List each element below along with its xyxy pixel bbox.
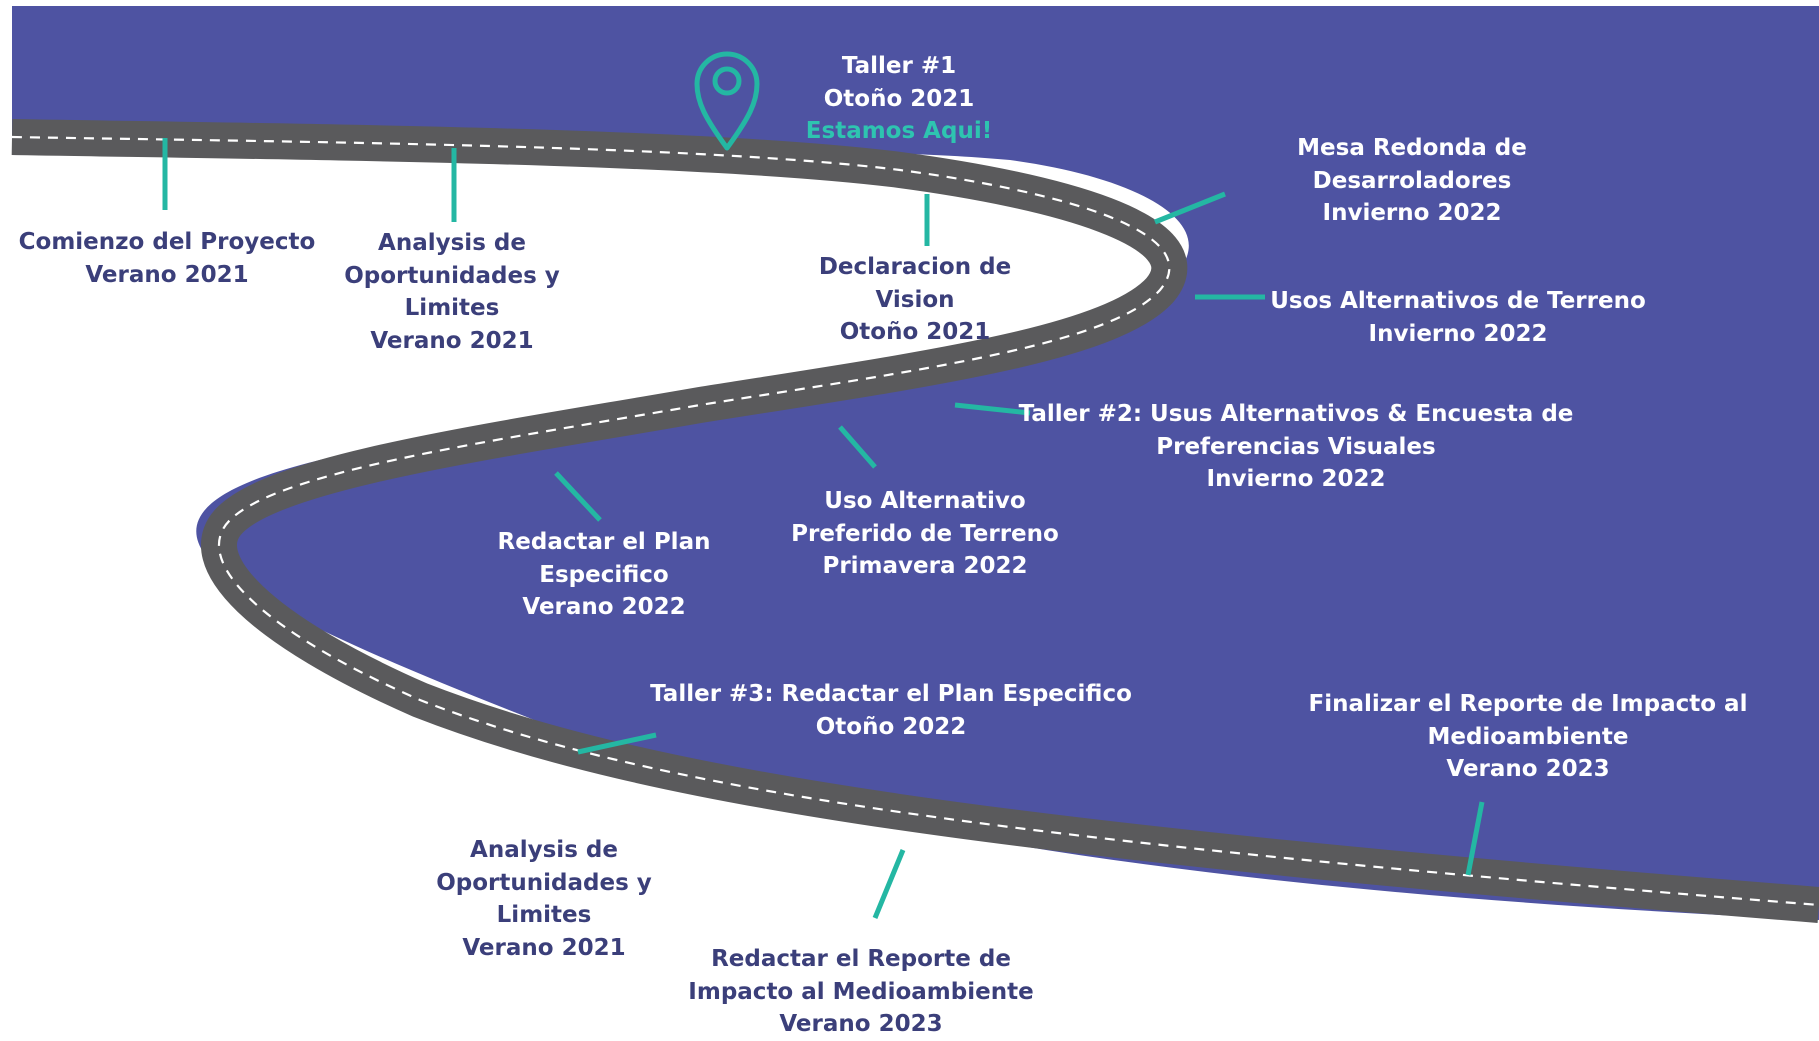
milestone-tick — [577, 732, 657, 755]
milestone-title: Declaracion de — [818, 254, 1012, 280]
milestone-developer-roundtable: Mesa Redonda de Desarroladores Invierno … — [1297, 132, 1527, 230]
milestone-title: Taller #2: Usus Alternativos & Encuesta … — [1018, 401, 1574, 427]
milestone-title: Medioambiente — [1427, 723, 1629, 750]
milestone-preferred-land-use: Uso Alternativo Preferido de Terreno Pri… — [791, 485, 1059, 583]
milestone-date: Verano 2022 — [522, 594, 686, 620]
blue-background — [12, 6, 1819, 920]
milestone-title: Taller #3: Redactar el Plan Especifico — [650, 681, 1132, 707]
milestone-title: Redactar el Reporte de — [711, 946, 1011, 972]
milestone-title: Redactar el Plan — [497, 529, 711, 555]
milestone-date: Otoño 2021 — [839, 319, 991, 345]
milestone-date: Verano 2023 — [1446, 756, 1610, 782]
milestone-project-start: Comienzo del Proyecto Verano 2021 — [19, 226, 316, 291]
milestone-title: Preferencias Visuales — [1156, 433, 1436, 460]
milestone-tick — [1465, 801, 1485, 876]
milestone-title: Analysis de — [378, 230, 526, 256]
milestone-vision-statement: Declaracion de Vision Otoño 2021 — [819, 251, 1011, 349]
milestone-title: Oportunidades y — [436, 869, 652, 896]
milestone-title: Mesa Redonda de — [1297, 135, 1527, 161]
milestone-date: Invierno 2022 — [1322, 200, 1502, 226]
milestone-date: Verano 2021 — [370, 327, 534, 354]
milestone-title: Vision — [875, 286, 955, 313]
milestone-finalize-eir: Finalizar el Reporte de Impacto al Medio… — [1309, 688, 1748, 786]
milestone-tick — [1154, 191, 1226, 225]
milestone-opportunities-analysis-repeat: Analysis de Oportunidades y Limites Vera… — [436, 834, 652, 964]
milestone-date: Invierno 2022 — [1368, 320, 1548, 347]
milestone-title: Analysis de — [470, 837, 618, 863]
milestone-draft-specific-plan: Redactar el Plan Especifico Verano 2022 — [498, 526, 711, 624]
milestone-draft-eir: Redactar el Reporte de Impacto al Medioa… — [688, 943, 1033, 1041]
milestone-date: Otoño 2022 — [815, 713, 967, 740]
milestone-date: Verano 2023 — [779, 1011, 943, 1037]
milestone-alternative-land-uses: Usos Alternativos de Terreno Invierno 20… — [1270, 285, 1646, 350]
milestone-title: Oportunidades y — [344, 262, 560, 289]
you-are-here-label: Estamos Aqui! — [805, 118, 993, 144]
milestone-title: Uso Alternativo — [824, 488, 1026, 514]
milestone-workshop-3: Taller #3: Redactar el Plan Especifico O… — [650, 678, 1132, 743]
milestone-title: Taller #1 — [841, 53, 957, 79]
milestone-date: Verano 2021 — [462, 934, 626, 961]
milestone-tick — [872, 849, 906, 919]
milestone-title: Preferido de Terreno — [791, 520, 1059, 547]
milestone-tick — [838, 425, 877, 469]
milestone-title: Impacto al Medioambiente — [688, 978, 1034, 1005]
road-center-line — [11, 135, 1819, 907]
milestone-date: Invierno 2022 — [1206, 466, 1386, 492]
milestone-title: Limites — [496, 902, 592, 928]
milestone-tick — [954, 402, 1031, 416]
milestone-title: Usos Alternativos de Terreno — [1270, 288, 1646, 314]
milestone-opportunities-analysis: Analysis de Oportunidades y Limites Vera… — [344, 227, 560, 357]
milestone-date: Otoño 2021 — [823, 85, 975, 112]
map-pin-icon — [694, 51, 760, 151]
milestone-workshop-1: Taller #1 Otoño 2021 Estamos Aqui! — [806, 50, 992, 148]
milestone-tick — [554, 471, 602, 522]
milestone-title: Limites — [404, 295, 500, 321]
milestone-title: Comienzo del Proyecto — [18, 229, 316, 255]
milestone-title: Finalizar el Reporte de Impacto al — [1308, 691, 1748, 717]
milestone-date: Primavera 2022 — [822, 553, 1028, 579]
milestone-title: Especifico — [539, 561, 669, 588]
milestone-workshop-2: Taller #2: Usus Alternativos & Encuesta … — [1019, 398, 1574, 496]
milestone-date: Verano 2021 — [85, 261, 249, 288]
milestone-title: Desarroladores — [1312, 167, 1512, 194]
